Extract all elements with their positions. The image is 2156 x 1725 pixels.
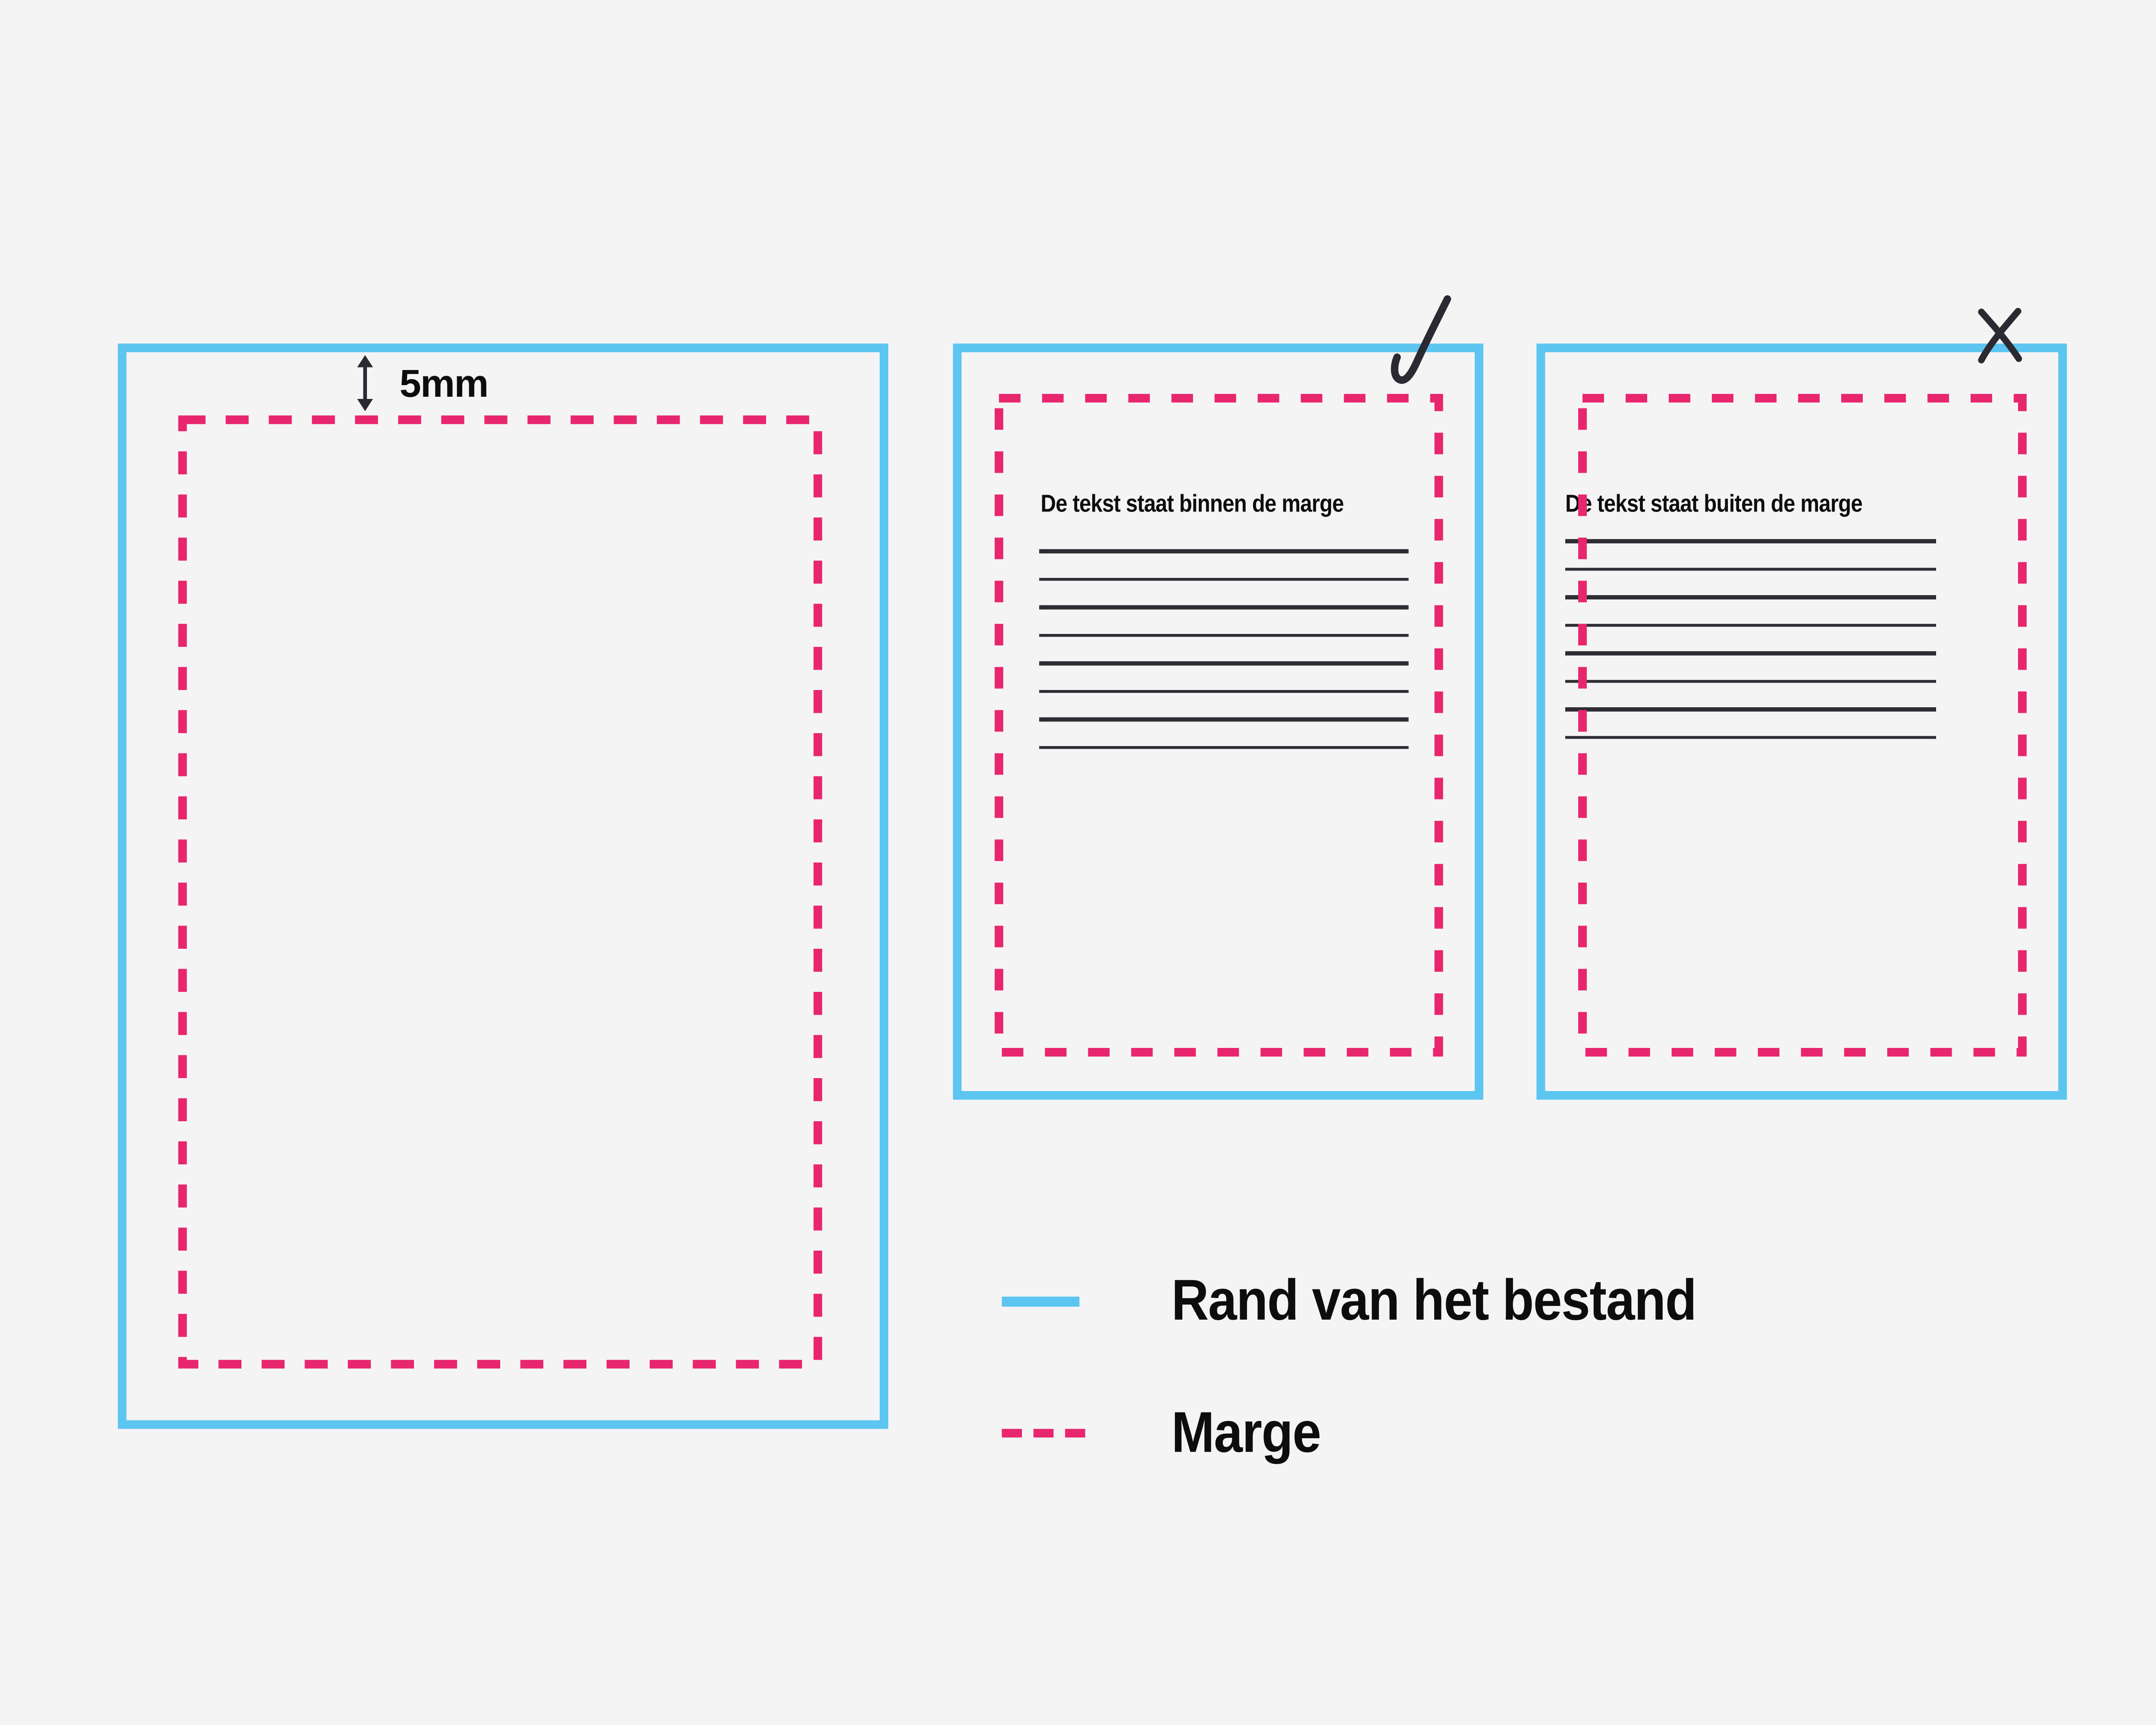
placeholder-text-lines [1039,549,1409,749]
placeholder-text-line [1565,679,1936,683]
placeholder-text-lines [1565,539,1936,739]
placeholder-text-line [1039,661,1409,665]
placeholder-text-line [1039,745,1409,749]
placeholder-text-line [1565,595,1936,599]
page-title: De tekst staat binnen de marge [1040,490,1344,518]
placeholder-text-line [1039,549,1409,553]
margin-dashed-border [1578,394,2027,1057]
page-blank-large: 5mm [118,343,889,1429]
placeholder-text-line [1039,633,1409,637]
placeholder-text-line [1565,707,1936,711]
print-margin-diagram: 5mm De tekst staat binnen de marge De te… [0,144,2156,1581]
placeholder-text-line [1039,605,1409,609]
placeholder-text-line [1039,689,1409,693]
checkmark-icon [1391,295,1451,384]
margin-size-label: 5mm [399,362,489,405]
placeholder-text-line [1039,577,1409,581]
legend-item-file-edge: Rand van het bestand [1002,1269,1754,1333]
page-title: De tekst staat buiten de marge [1565,490,1863,518]
page-text-inside-margin: De tekst staat binnen de marge [953,295,1483,1100]
cross-icon [1978,307,2022,364]
placeholder-text-line [1565,567,1936,571]
placeholder-text-line [1565,623,1936,627]
margin-dashed-border [178,415,822,1369]
placeholder-text-line [1039,717,1409,721]
page-text-outside-margin: De tekst staat buiten de marge [1536,307,2067,1100]
file-edge-swatch [1002,1295,1080,1306]
placeholder-text-line [1565,539,1936,543]
placeholder-text-line [1565,735,1936,739]
legend-label: Marge [1171,1401,1321,1465]
margin-dashed-border [994,394,1443,1057]
margin-swatch [1002,1428,1085,1438]
margin-size-arrow-icon [357,355,373,411]
placeholder-text-line [1565,651,1936,655]
legend-label: Rand van het bestand [1171,1269,1697,1333]
legend-item-margin: Marge [1002,1402,1337,1465]
